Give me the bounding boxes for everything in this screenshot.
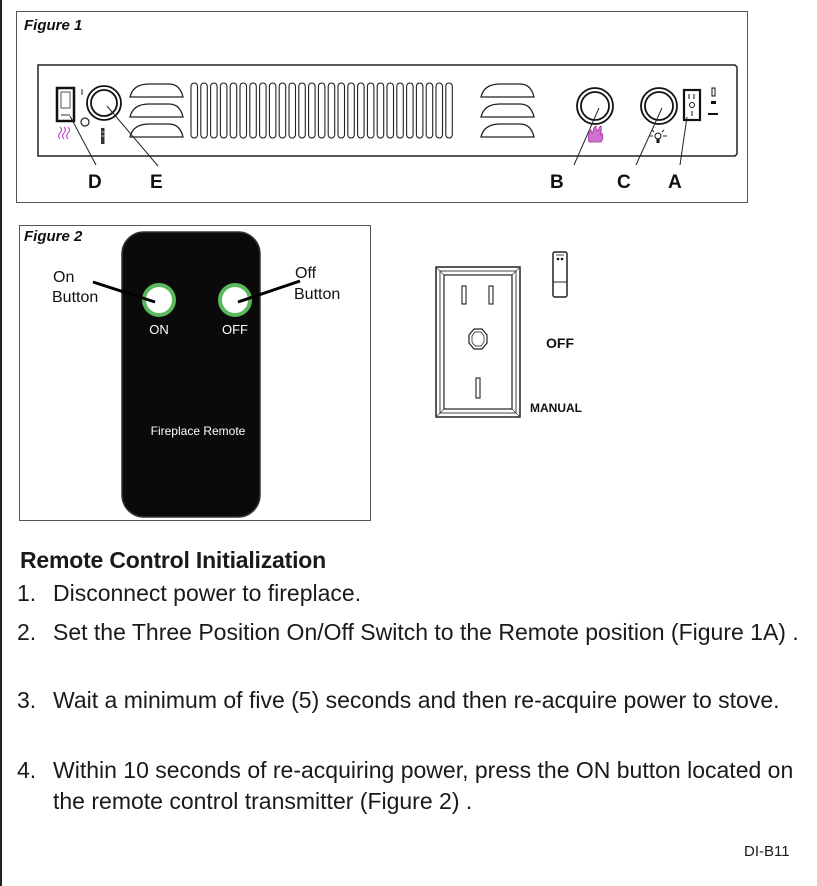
grille-slot [435, 82, 444, 139]
switch-manual-label: MANUAL [530, 401, 582, 415]
step-text: Set the Three Position On/Off Switch to … [53, 619, 799, 645]
on-button-leader [92, 280, 156, 304]
grille-slot [357, 82, 365, 139]
grille-slot [415, 82, 424, 139]
grille-slot [337, 82, 346, 139]
off-button-leader [237, 279, 301, 304]
grille-slot [396, 82, 404, 139]
grille-slot [200, 82, 208, 139]
remote-on-label: ON [149, 322, 169, 337]
grille-slot [249, 82, 257, 139]
left-vent-louvers [129, 83, 184, 138]
callout-E: E [150, 172, 163, 193]
step-number: 4. [17, 757, 37, 783]
step-number: 1. [17, 580, 37, 606]
control-panel-diagram: D E B C A [37, 64, 738, 193]
three-position-switch-icon [682, 87, 718, 122]
grille-slot [219, 82, 228, 139]
panel-outline [37, 64, 738, 157]
grille-slot [425, 82, 434, 139]
grille-slot [327, 82, 336, 139]
grille-slot [347, 82, 355, 139]
figure-1-caption: Figure 1 [24, 17, 83, 34]
grille-slot [288, 82, 297, 139]
grille-slot [210, 82, 218, 139]
grille-slot [366, 82, 375, 139]
document-code: DI-B11 [744, 843, 790, 860]
flame-knob-icon [576, 87, 614, 143]
vent-grille [190, 82, 453, 139]
grille-slot [239, 82, 248, 139]
wall-plate [435, 266, 521, 418]
grille-slot [268, 82, 277, 139]
grille-slot [259, 82, 267, 139]
right-vent-louvers [480, 83, 535, 138]
switch-off-label: OFF [546, 335, 574, 351]
remote-control-diagram: ON OFF Fireplace Remote On Button Off Bu… [52, 231, 340, 518]
grille-slot [445, 82, 453, 139]
grille-slot [376, 82, 385, 139]
grille-slot [190, 82, 199, 139]
grille-slot [229, 82, 238, 139]
grille-slot [386, 82, 395, 139]
callout-A: A [668, 172, 682, 193]
callout-leaders [69, 105, 688, 167]
figure-2: Figure 2 ON OFF Fireplace Remote On Butt… [19, 225, 371, 521]
toggle-switch-icon [552, 251, 568, 298]
switch-plate-diagram: OFF MANUAL [435, 251, 582, 418]
grille-slot [317, 82, 326, 139]
light-knob-icon [640, 87, 678, 143]
grille-slot [298, 82, 306, 139]
callout-B: B [550, 172, 564, 193]
remote-off-button[interactable] [218, 283, 252, 317]
figure-1: Figure 1 [16, 11, 748, 203]
page-left-edge [0, 0, 2, 886]
remote-body [121, 231, 261, 518]
grille-slot [278, 82, 287, 139]
step-text: Wait a minimum of five (5) seconds and t… [53, 687, 780, 713]
grille-slot [406, 82, 414, 139]
step-number: 3. [17, 687, 37, 713]
off-button-label-line1: Off [295, 265, 317, 282]
on-button-label-line1: On [53, 269, 74, 286]
callout-C: C [617, 172, 631, 193]
step-text: Disconnect power to fireplace. [53, 580, 362, 606]
step-number: 2. [17, 619, 37, 645]
heater-rocker-switch-icon [55, 86, 76, 140]
section-title: Remote Control Initialization [20, 547, 326, 573]
figure-2-caption: Figure 2 [24, 228, 83, 245]
step-text: Within 10 seconds of re-acquiring power,… [53, 757, 794, 814]
off-button-label-line2: Button [294, 286, 340, 303]
grille-slot [308, 82, 316, 139]
on-button-label-line2: Button [52, 289, 98, 306]
remote-name-label: Fireplace Remote [151, 424, 246, 438]
remote-off-label: OFF [222, 322, 248, 337]
callout-D: D [88, 172, 102, 193]
